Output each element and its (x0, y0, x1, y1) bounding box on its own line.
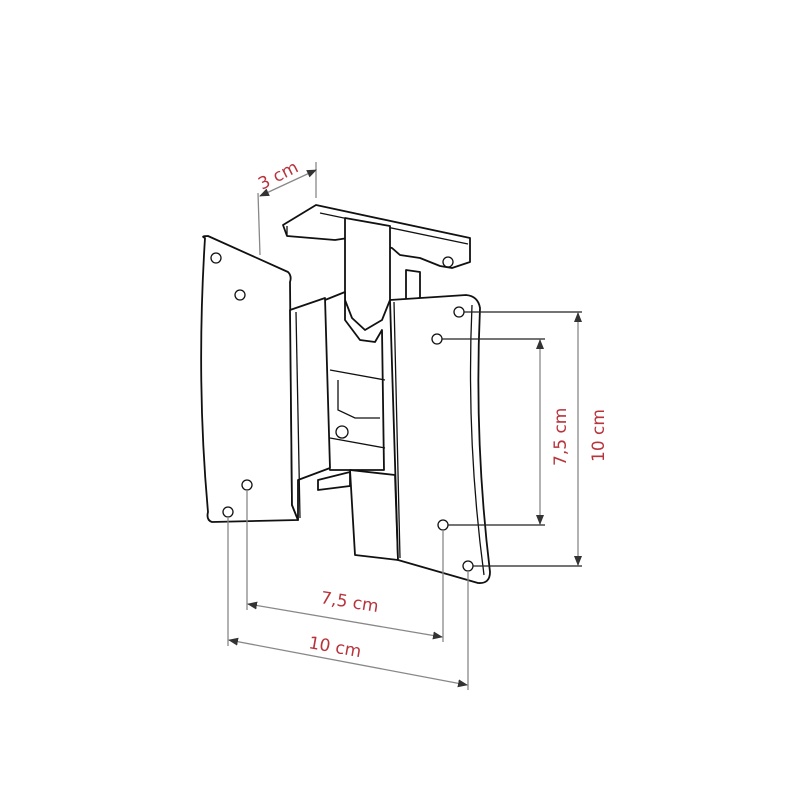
dimension-label-vertical-inner: 7,5 cm (551, 408, 571, 466)
dimension-label-depth: 3 cm (255, 158, 302, 195)
dimension-depth: 3 cm (255, 158, 317, 256)
mounting-hole (210, 252, 222, 264)
left-plate (200, 235, 331, 523)
dimension-label-horizontal-outer: 10 cm (307, 633, 363, 662)
dimension-vertical-outer: 10 cm (464, 311, 609, 567)
right-plate (389, 294, 491, 584)
dimension-vertical-inner: 7,5 cm (442, 338, 571, 526)
dimension-label-vertical-outer: 10 cm (589, 409, 609, 462)
mounting-hole (234, 289, 246, 301)
dimension-label-horizontal-inner: 7,5 cm (319, 588, 380, 617)
